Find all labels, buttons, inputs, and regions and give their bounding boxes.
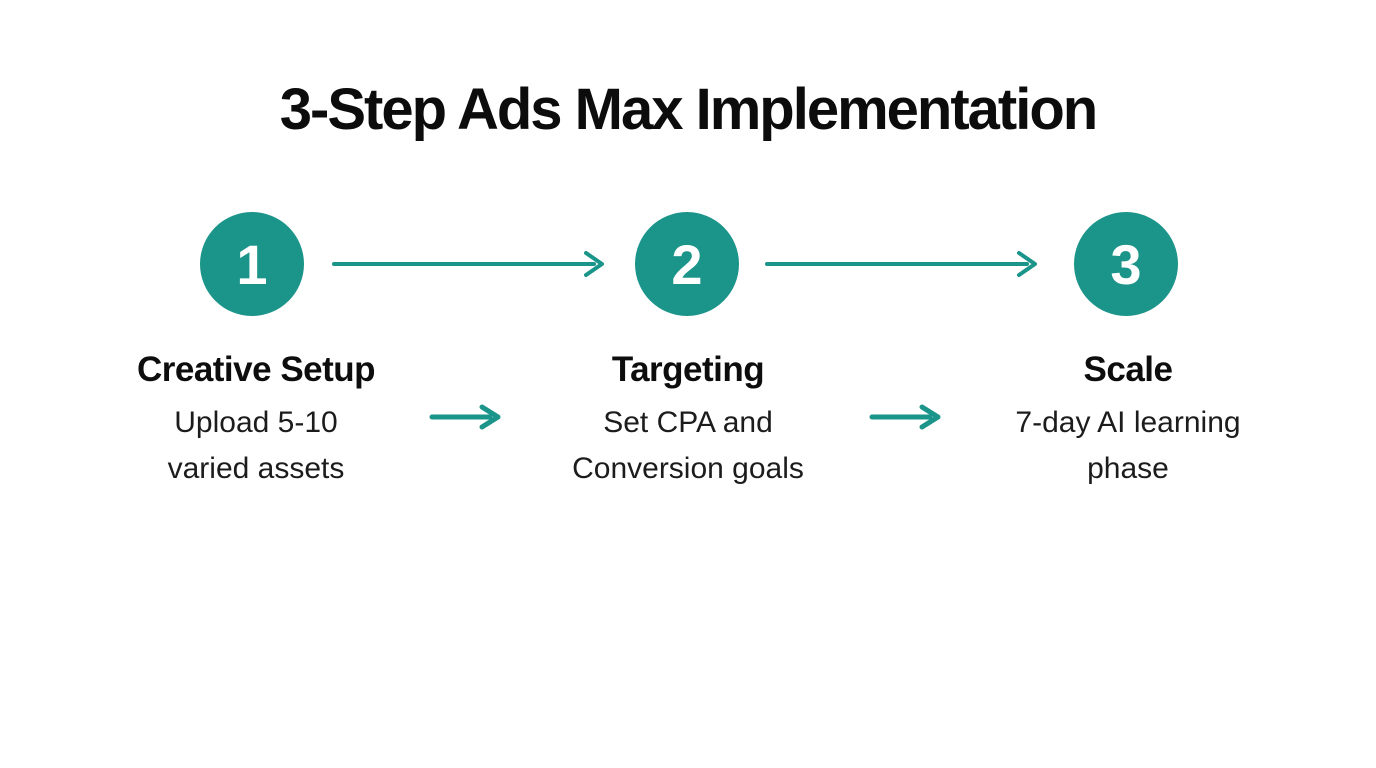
step-description-line: Conversion goals (572, 452, 804, 485)
step-description-line: 7-day AI learning (1015, 406, 1241, 439)
step-description: 7-day AI learning phase (948, 400, 1308, 492)
step-circle-3: 3 (1074, 212, 1178, 316)
step-description: Set CPA and Conversion goals (508, 400, 868, 492)
step-text-creative-setup: Creative Setup Upload 5-10 varied assets (76, 348, 436, 492)
step-heading: Targeting (611, 350, 765, 389)
step-circle-1: 1 (200, 212, 304, 316)
step-description-line: Upload 5-10 (174, 406, 338, 439)
arrow-right-icon (428, 403, 504, 436)
arrow-right-icon (868, 403, 944, 436)
page-title: 3-Step Ads Max Implementation (279, 77, 1098, 142)
step-heading: Creative Setup (136, 350, 376, 389)
step-text-scale: Scale 7-day AI learning phase (948, 348, 1308, 492)
step-description-line: Set CPA and (603, 406, 773, 439)
step-number-1: 1 (236, 232, 268, 296)
step-circle-2: 2 (635, 212, 739, 316)
step-text-targeting: Targeting Set CPA and Conversion goals (508, 348, 868, 492)
step-description: Upload 5-10 varied assets (76, 400, 436, 492)
step-description-line: varied assets (167, 452, 345, 485)
step-number-3: 3 (1110, 232, 1142, 296)
step-heading: Scale (1083, 350, 1173, 389)
step-description-line: phase (1087, 452, 1169, 485)
arrow-right-icon (330, 248, 610, 285)
arrow-right-icon (763, 248, 1043, 285)
step-number-2: 2 (671, 232, 703, 296)
